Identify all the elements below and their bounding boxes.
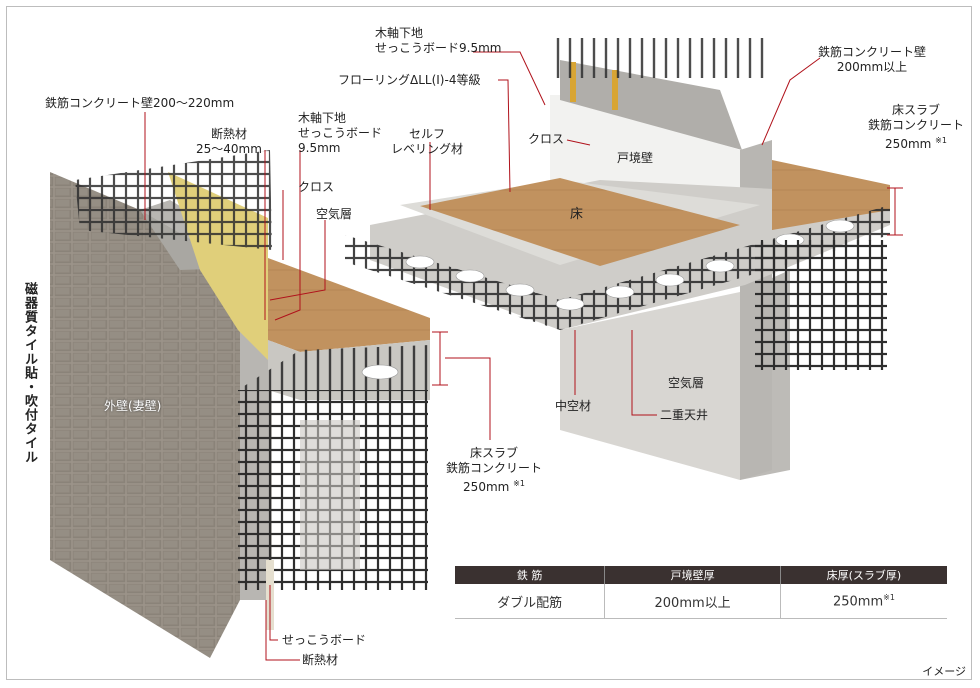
- label-slab-left-value: 250mm: [463, 480, 510, 494]
- label-slab-right-value: 250mm: [885, 137, 932, 151]
- spec-cell-note: ※1: [883, 592, 895, 602]
- label-hollow-material: 中空材: [555, 399, 592, 413]
- label-air-layer-left: 空気層: [316, 207, 353, 221]
- diagram-frame: [6, 6, 972, 680]
- label-insulation-top-line2: 25〜40mm: [196, 142, 262, 156]
- label-self-leveling-line1: セルフ: [409, 127, 446, 141]
- label-wood-frame-left: 木軸下地 せっこうボード 9.5mm: [298, 111, 382, 156]
- label-slab-right-line3: 250mm ※1: [868, 133, 964, 152]
- label-wood-frame-right: 木軸下地 せっこうボード9.5mm: [375, 26, 502, 56]
- label-wood-frame-right-line1: 木軸下地: [375, 26, 424, 40]
- label-right-wall-rc: 鉄筋コンクリート壁 200mm以上: [818, 45, 926, 75]
- label-self-leveling: セルフ レベリング材: [391, 127, 463, 157]
- label-slab-right-line1: 床スラブ: [892, 103, 941, 117]
- label-right-wall-rc-line2: 200mm以上: [836, 60, 908, 74]
- image-note: イメージ: [922, 665, 966, 678]
- spec-cell-rebar: ダブル配筋: [455, 584, 606, 619]
- note-mark-left: ※1: [513, 479, 525, 488]
- label-wood-frame-left-line1: 木軸下地: [298, 111, 347, 125]
- spec-table-header-row: 鉄 筋 戸境壁厚 床厚(スラブ厚): [455, 566, 947, 584]
- label-slab-left: 床スラブ 鉄筋コンクリート 250mm ※1: [446, 446, 542, 495]
- spec-table: 鉄 筋 戸境壁厚 床厚(スラブ厚) ダブル配筋 200mm以上 250mm※1: [455, 566, 947, 619]
- label-slab-left-line1: 床スラブ: [470, 446, 519, 460]
- label-cloth-left: クロス: [298, 180, 335, 194]
- floor-surface-left: [268, 258, 430, 352]
- label-air-layer-right: 空気層: [668, 376, 705, 390]
- exterior-tile-wall: [50, 172, 240, 658]
- label-slab-left-line2: 鉄筋コンクリート: [446, 461, 543, 475]
- label-right-wall-rc-line1: 鉄筋コンクリート壁: [818, 45, 927, 59]
- label-party-wall: 戸境壁: [617, 151, 654, 165]
- label-flooring: フローリングΔLL(Ⅰ)-4等級: [338, 73, 481, 87]
- label-left-wall-rc: 鉄筋コンクリート壁200〜220mm: [45, 96, 235, 110]
- spec-table-row: ダブル配筋 200mm以上 250mm※1: [455, 584, 947, 619]
- ceiling-panel: [560, 292, 740, 480]
- label-wood-frame-left-line3: 9.5mm: [298, 141, 341, 155]
- floor-surface-right: [420, 178, 740, 266]
- spec-header-rebar: 鉄 筋: [455, 566, 605, 584]
- label-floor: 床: [570, 207, 584, 222]
- spec-header-floor-thickness: 床厚(スラブ厚): [779, 566, 947, 584]
- label-slab-right-line2: 鉄筋コンクリート: [868, 118, 965, 132]
- note-mark-right: ※1: [935, 136, 947, 145]
- rebar-cage-right: [755, 240, 887, 370]
- label-slab-left-line3: 250mm ※1: [446, 476, 542, 495]
- spec-cell-floor-value: 250mm: [832, 594, 884, 610]
- spec-cell-wall-thickness: 200mm以上: [604, 584, 781, 619]
- label-tile-vertical: 磁器質タイル貼・吹付タイル: [22, 282, 37, 464]
- label-slab-right: 床スラブ 鉄筋コンクリート 250mm ※1: [868, 103, 964, 152]
- spec-header-wall-thickness: 戸境壁厚: [604, 566, 781, 584]
- spec-cell-floor-thickness: 250mm※1: [779, 584, 947, 619]
- label-double-ceiling: 二重天井: [660, 408, 709, 422]
- rebar-slab-right: [345, 205, 890, 330]
- label-insulation-top: 断熱材 25〜40mm: [196, 127, 262, 157]
- label-self-leveling-line2: レベリング材: [391, 142, 464, 156]
- label-gypsum-bottom: せっこうボード: [282, 633, 367, 647]
- label-insulation-bottom: 断熱材: [302, 653, 339, 667]
- label-insulation-top-line1: 断熱材: [210, 127, 247, 141]
- label-wood-frame-right-line2: せっこうボード9.5mm: [375, 41, 502, 55]
- label-exterior-wall: 外壁(妻壁): [104, 399, 162, 413]
- label-cloth-right: クロス: [528, 132, 565, 146]
- label-wood-frame-left-line2: せっこうボード: [298, 126, 383, 140]
